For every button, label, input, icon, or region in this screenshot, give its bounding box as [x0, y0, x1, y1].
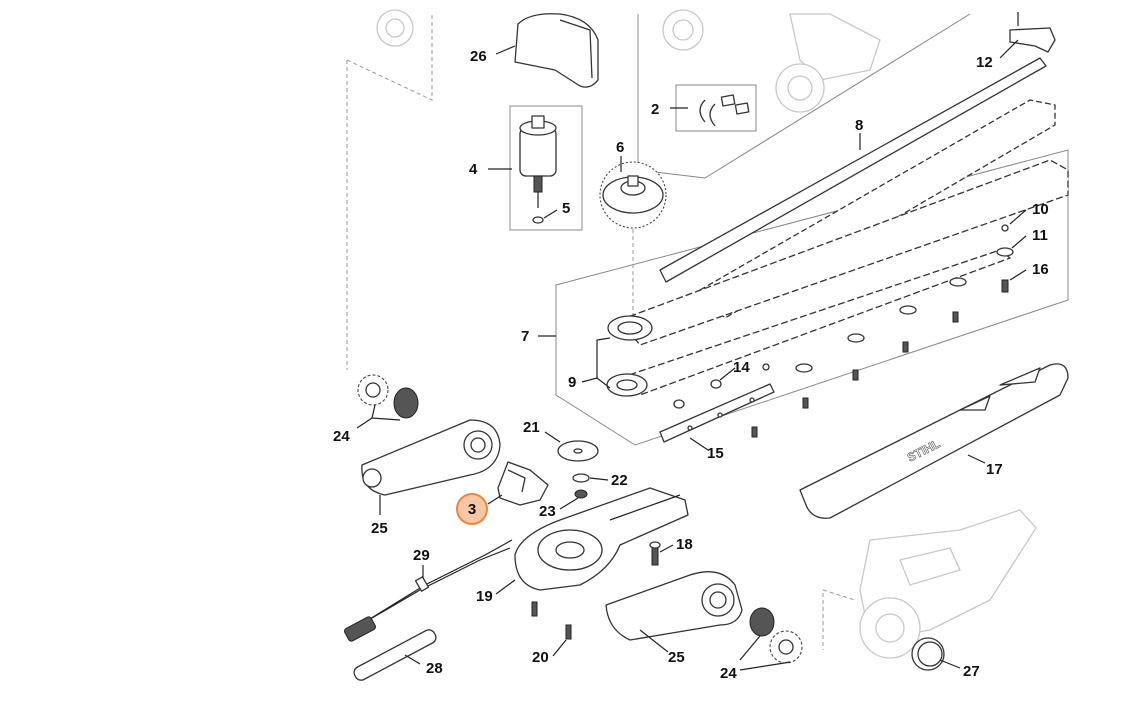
callout-22[interactable]: 22: [611, 472, 628, 489]
callout-7[interactable]: 7: [521, 328, 529, 345]
callout-labels: 26 12 2 4 5 6 8 10 11 16 7 9 14 15 17 21…: [333, 48, 1049, 682]
gear-part: [599, 161, 667, 229]
housing-right-part: [605, 571, 743, 641]
callout-16[interactable]: 16: [1032, 261, 1049, 278]
callout-5[interactable]: 5: [562, 200, 570, 217]
selected-callout-marker[interactable]: [456, 493, 488, 525]
callout-17[interactable]: 17: [986, 461, 1003, 478]
shaft-part: [353, 629, 437, 681]
ghost-housing-top-center: [662, 9, 881, 113]
cap-part: [911, 637, 945, 671]
drive-wheel-right-part: [749, 607, 803, 664]
ghost-housing-top-left: [376, 9, 414, 47]
clip-part: [1009, 12, 1056, 53]
callout-19[interactable]: 19: [476, 588, 493, 605]
fasteners-group: [673, 224, 1014, 438]
callout-24-left[interactable]: 24: [333, 428, 350, 445]
bracket-part: [497, 461, 549, 506]
callout-14[interactable]: 14: [733, 359, 750, 376]
cable-part: [344, 539, 513, 642]
upper-blade-part: [607, 57, 1069, 346]
callout-24-right[interactable]: 24: [720, 665, 737, 682]
callout-23[interactable]: 23: [539, 503, 556, 520]
stihl-cover-part: STIHL: [799, 363, 1069, 519]
callout-9[interactable]: 9: [568, 374, 576, 391]
callout-29[interactable]: 29: [413, 547, 430, 564]
callout-3[interactable]: 3: [468, 501, 476, 518]
callout-25-right[interactable]: 25: [668, 649, 685, 666]
drive-wheel-left-part: [357, 374, 419, 419]
motor-part: [519, 115, 557, 208]
callout-6[interactable]: 6: [616, 139, 624, 156]
blade-assembly-frame: [555, 149, 1069, 446]
callout-8[interactable]: 8: [855, 117, 863, 134]
ring-part: [532, 216, 544, 224]
callout-11[interactable]: 11: [1032, 227, 1048, 244]
bushing-part: [572, 473, 590, 499]
callout-21[interactable]: 21: [523, 419, 540, 436]
callout-25-left[interactable]: 25: [371, 520, 388, 537]
housing-left-part: [361, 419, 501, 496]
callout-10[interactable]: 10: [1032, 201, 1049, 218]
washer-part: [557, 440, 599, 462]
callout-28[interactable]: 28: [426, 660, 443, 677]
callout-27[interactable]: 27: [963, 663, 980, 680]
upper-frame: [637, 13, 971, 179]
callout-3-selected[interactable]: 3: [456, 493, 488, 525]
lower-blade-part: [606, 249, 1011, 397]
screw-20-part: [531, 601, 572, 640]
gear-housing-part: [514, 487, 689, 591]
callout-18[interactable]: 18: [676, 536, 693, 553]
brush-kit-part: [699, 94, 750, 127]
motor-frame: [509, 105, 583, 231]
callout-26[interactable]: 26: [470, 48, 487, 65]
flat-bar-part: [659, 383, 775, 443]
callout-2[interactable]: 2: [651, 101, 659, 118]
ghost-housing-bottom-right: [859, 509, 1037, 659]
leader-lines: [356, 39, 1027, 671]
screw-18-part: [649, 541, 661, 566]
callout-4[interactable]: 4: [469, 161, 478, 178]
callout-12[interactable]: 12: [976, 54, 993, 71]
guide-line-right: [822, 589, 856, 650]
callout-15[interactable]: 15: [707, 445, 724, 462]
callout-20[interactable]: 20: [532, 649, 549, 666]
guide-line-left: [346, 15, 433, 101]
cover-part: [514, 13, 599, 88]
